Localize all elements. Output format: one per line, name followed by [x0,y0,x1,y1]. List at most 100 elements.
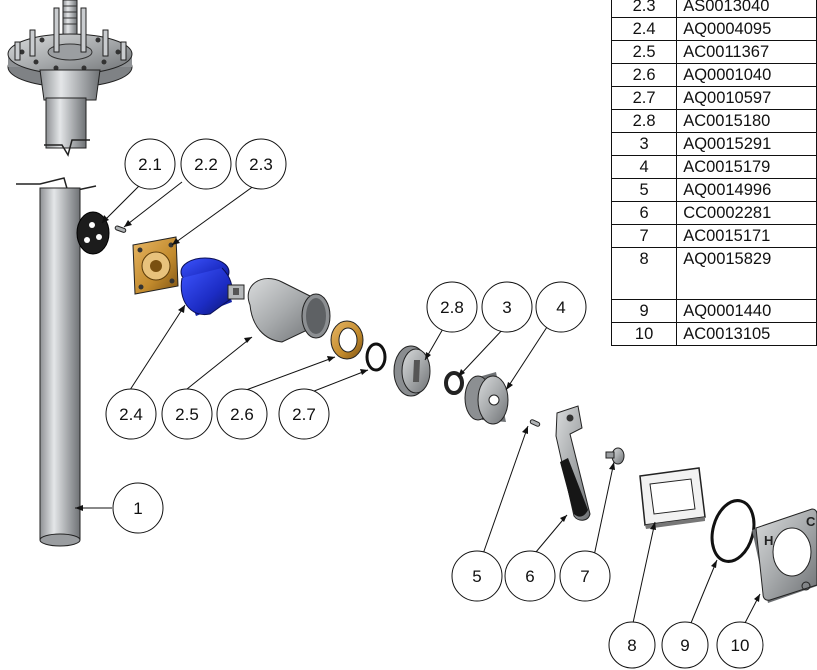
callout-2-7: 2.7 [278,388,330,440]
part-code: AC0015180 [676,109,817,133]
callout-2-8: 2.8 [426,281,478,333]
part-6-lever [555,405,591,521]
callout-balloons: 1 2.1 2.2 2.3 2.4 2.5 2.6 2.7 2.8 3 4 5 … [105,138,764,669]
part-code: AQ0001040 [676,63,817,87]
item-number: 6 [610,201,678,225]
part-code: AQ0001440 [676,299,817,323]
item-number: 8 [610,247,678,300]
part-2-2-pin [114,225,127,233]
svg-text:2.4: 2.4 [119,405,143,424]
cover-letter-h: H [764,533,773,548]
part-code: AC0011367 [676,40,817,64]
part-3-ring [444,371,464,395]
item-number: 7 [610,224,678,248]
part-code: AQ0004095 [676,17,817,41]
svg-text:2.3: 2.3 [249,155,273,174]
svg-text:2.8: 2.8 [440,298,464,317]
leader-arrowheads [75,215,760,602]
part-code: AQ0015829 [676,247,817,300]
item-number: 5 [610,178,678,202]
part-code: AQ0014996 [676,178,817,202]
svg-text:2.2: 2.2 [194,155,218,174]
callout-2-3: 2.3 [235,138,287,190]
part-8-gasket-frame [639,467,706,529]
item-number: 2.6 [610,63,678,87]
part-2-3-brass-plate [132,236,179,295]
svg-text:2.6: 2.6 [230,405,254,424]
part-1-spindle-assembly [7,0,133,547]
cover-letter-c: C [806,514,816,529]
callout-9: 9 [661,621,709,669]
item-number: 4 [610,155,678,179]
item-number: 9 [610,299,678,323]
part-code: AQ0015291 [676,132,817,156]
part-code: AC0013105 [676,322,817,346]
svg-text:2.7: 2.7 [292,405,316,424]
part-code: AC0015179 [676,155,817,179]
item-number: 10 [610,322,678,346]
svg-text:5: 5 [472,567,481,586]
svg-text:7: 7 [580,567,589,586]
item-number: 2.8 [610,109,678,133]
part-2-6-nut [330,320,364,360]
item-number: 2.5 [610,40,678,64]
part-2-4-cartridge [180,257,245,316]
part-code: AQ0010597 [676,86,817,110]
item-number: 2.4 [610,17,678,41]
svg-text:2.5: 2.5 [175,405,199,424]
callout-4: 4 [535,281,587,333]
svg-text:3: 3 [502,298,511,317]
tube-upper-stub [44,97,90,157]
part-4-knob [464,372,509,425]
part-10-cover-plate: H C [752,508,817,603]
part-2-7-o-ring [365,342,387,372]
svg-text:6: 6 [525,567,534,586]
svg-text:9: 9 [680,636,689,655]
callout-8: 8 [608,621,656,669]
part-5-pin [529,419,541,427]
part-2-8-bushing [393,345,431,397]
part-2-1-gasket [76,211,110,255]
callout-2-1: 2.1 [124,138,176,190]
part-7-screw [605,447,625,465]
leader-lines [75,181,761,624]
part-2-5-sleeve [247,278,331,343]
callout-2-6: 2.6 [216,388,268,440]
item-number: 2.3 [610,0,678,18]
svg-text:4: 4 [556,298,565,317]
item-number: 2.7 [610,86,678,110]
callout-1: 1 [112,482,164,534]
part-code: CC0002281 [676,201,817,225]
svg-text:1: 1 [133,499,142,518]
part-code: AS0013040 [676,0,817,18]
flange-top [7,0,133,101]
callout-7: 7 [559,550,611,602]
svg-text:2.1: 2.1 [138,155,162,174]
callout-2-2: 2.2 [180,138,232,190]
callout-2-4: 2.4 [105,388,157,440]
part-9-o-ring [710,499,756,563]
callout-6: 6 [504,550,556,602]
item-number: 3 [610,132,678,156]
part-code: AC0015171 [676,224,817,248]
svg-text:10: 10 [731,636,750,655]
callout-3: 3 [481,281,533,333]
callout-5: 5 [451,550,503,602]
tube-lower [16,177,97,547]
